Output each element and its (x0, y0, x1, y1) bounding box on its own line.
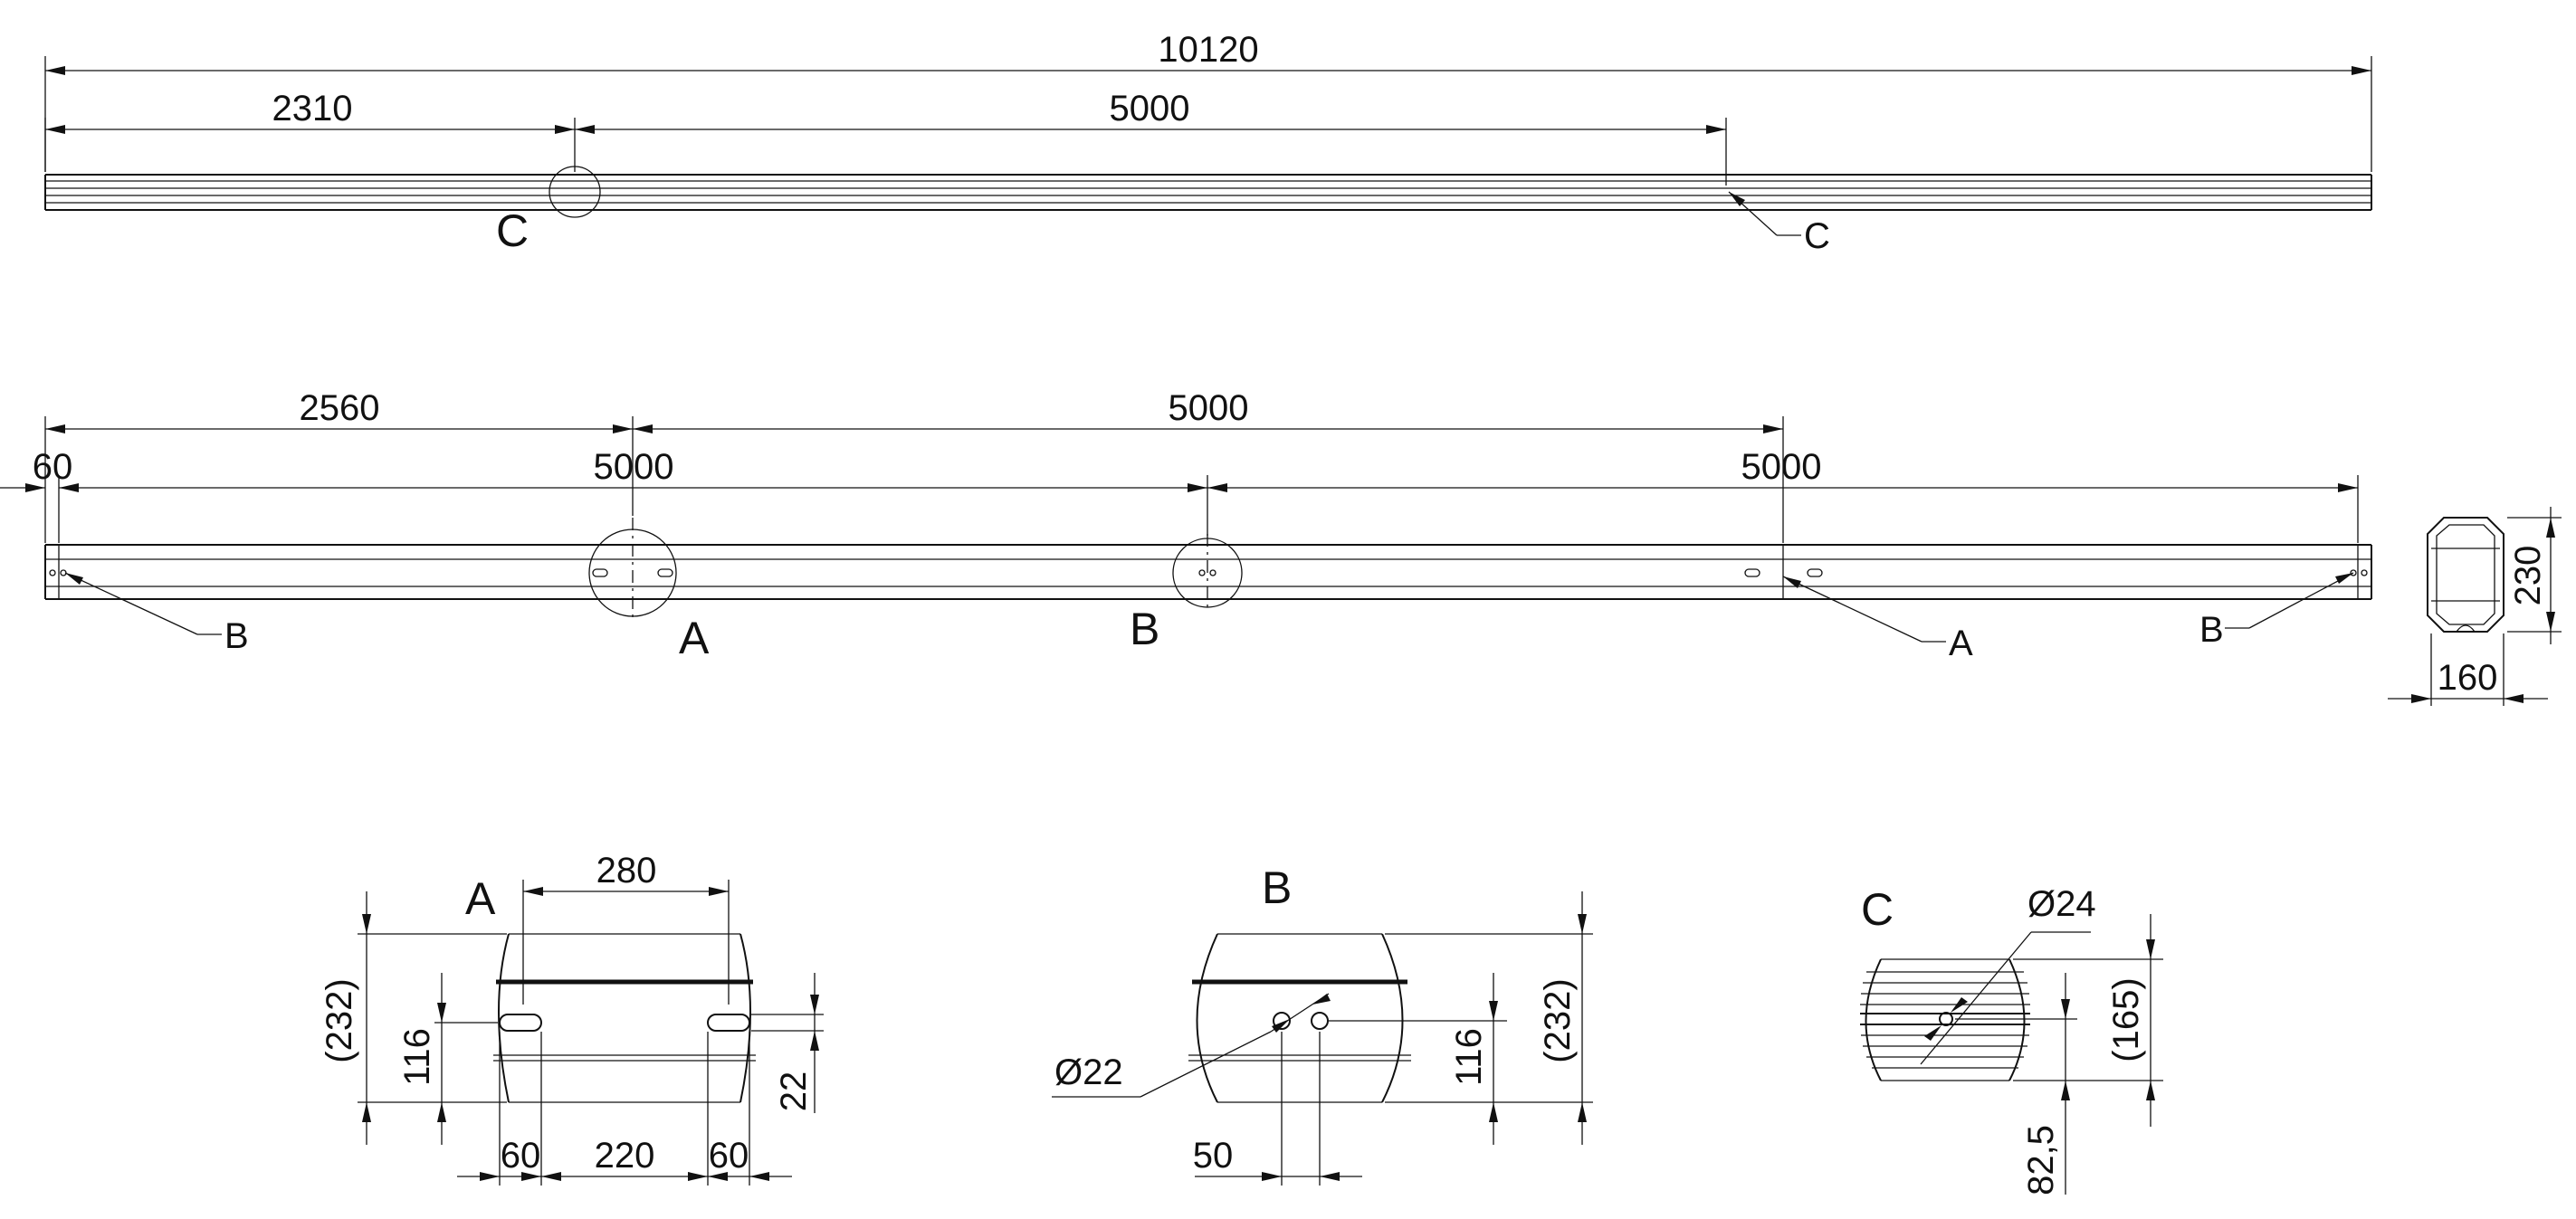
dim-pitch1-text: 5000 (594, 447, 674, 487)
detail-a-offset-text: 116 (397, 1028, 437, 1086)
detail-b-pitch-text: 50 (1193, 1136, 1234, 1176)
detail-c-offset-text: 82,5 (2021, 1125, 2061, 1195)
callout-circle-c (549, 166, 601, 218)
detail-a-height-text: (232) (320, 978, 359, 1062)
top-view: 10120 2310 5000 C C (44, 30, 2372, 256)
callout-b-left-label: B (224, 616, 249, 656)
dim-overall: 10120 (44, 30, 2372, 172)
callout-circle-a-mid (588, 529, 677, 617)
callout-c-right-label: C (1804, 216, 1830, 256)
front-view: 2560 5000 60 5000 5000 B A B A (0, 388, 2372, 663)
detail-a-label: A (465, 873, 496, 924)
detail-a-edge-right-text: 60 (709, 1136, 749, 1176)
detail-b-label: B (1262, 862, 1292, 913)
dim-pitch2-text: 5000 (1741, 447, 1822, 487)
dim-second-text: 5000 (1110, 89, 1190, 129)
section-height-text: 230 (2508, 546, 2548, 606)
detail-c: C Ø24 (165) 82,5 (1860, 884, 2163, 1195)
detail-c-hole (1939, 1012, 1953, 1026)
detail-c-label: C (1861, 884, 1894, 935)
callout-b-mid-label: B (1130, 604, 1159, 654)
dim-5000-text: 5000 (1169, 388, 1249, 428)
detail-a-slot-height-text: 22 (774, 1071, 814, 1112)
callout-circle-b-mid (1172, 538, 1243, 608)
detail-c-dia-text: Ø24 (2027, 884, 2096, 924)
section-width-text: 160 (2438, 658, 2498, 698)
detail-a-pitch-text: 220 (595, 1136, 655, 1176)
detail-a-edge-left-text: 60 (501, 1136, 541, 1176)
dim-60-text: 60 (33, 447, 73, 487)
callout-b-right-label: B (2199, 610, 2224, 650)
detail-a-span-text: 280 (596, 851, 657, 890)
dim-first-text: 2310 (272, 89, 353, 129)
detail-b: B Ø22 116 (232) 50 (1052, 862, 1593, 1186)
detail-b-hole-right (1311, 1012, 1329, 1030)
callout-c-left-label: C (496, 205, 529, 256)
dim-front-upper: 2560 5000 (44, 388, 1784, 543)
detail-a: A 280 (232) 116 (320, 851, 824, 1186)
dim-overall-text: 10120 (1158, 30, 1258, 70)
detail-b-dia-text: Ø22 (1054, 1052, 1123, 1092)
detail-b-offset-text: 116 (1449, 1028, 1489, 1086)
detail-c-height-text: (165) (2106, 977, 2146, 1062)
callout-a-right-label: A (1949, 624, 1973, 663)
detail-b-height-text: (232) (1538, 978, 1578, 1062)
detail-b-hole-left (1273, 1012, 1291, 1030)
cross-section: 230 160 (2388, 507, 2562, 706)
dim-2560-text: 2560 (300, 388, 380, 428)
dim-top-chain: 2310 5000 (44, 89, 1727, 186)
callout-a-mid-label: A (679, 613, 710, 663)
dim-front-lower: 60 5000 5000 (0, 447, 2359, 543)
